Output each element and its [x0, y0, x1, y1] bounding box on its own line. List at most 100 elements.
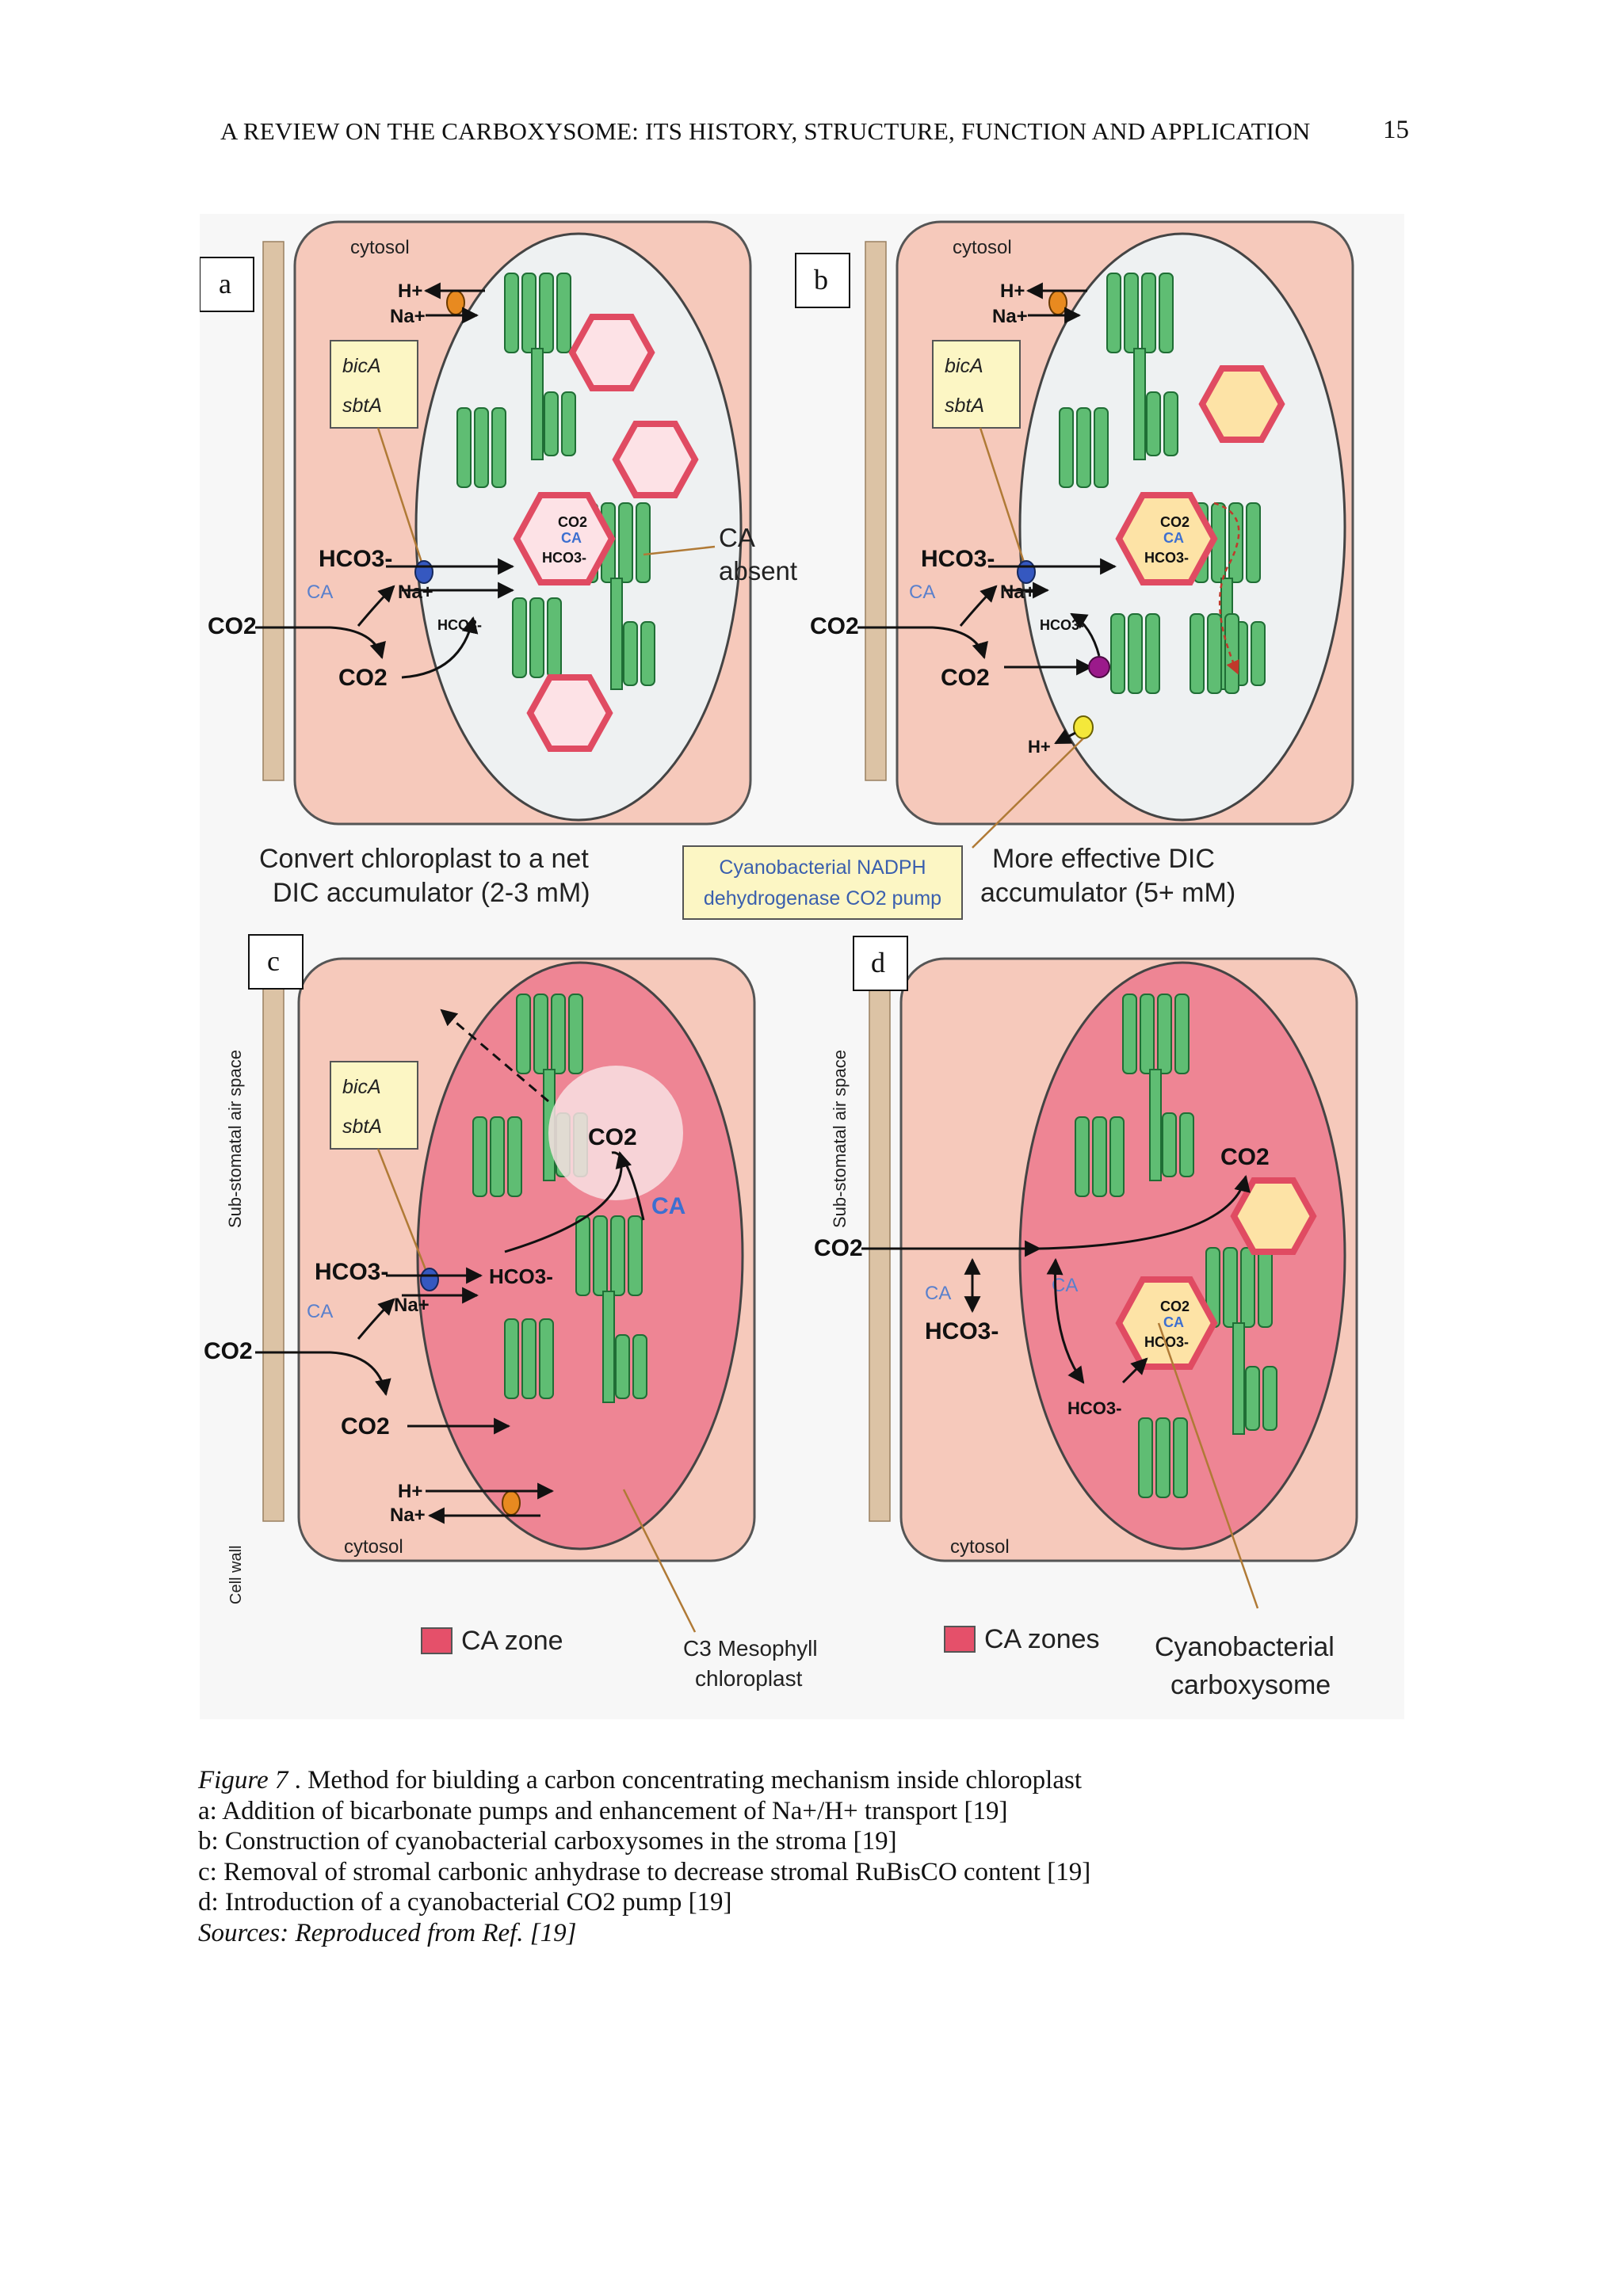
- carboxysome-d1: [1230, 1177, 1317, 1255]
- co2-outer-a: CO2: [208, 613, 257, 639]
- panel-a: cytosol CO2 CA HCO3- bicA sbtA H+ Na+ HC…: [200, 220, 797, 908]
- transporter-orange-b: [1048, 290, 1067, 315]
- sbta-label-a: sbtA: [342, 395, 382, 417]
- transporter-orange-c: [502, 1490, 521, 1516]
- ca-absent-2: absent: [719, 556, 797, 585]
- co2-zone-label-c: CO2: [588, 1124, 637, 1150]
- caption-line-d: d: Introduction of a cyanobacterial CO2 …: [198, 1888, 732, 1917]
- ca-zones-label: CA zones: [984, 1624, 1100, 1654]
- h-plus-b: H+: [1000, 280, 1025, 302]
- panel-d-letter: d: [871, 947, 885, 978]
- carboxysome-a1: [568, 314, 655, 391]
- panel-d-box: [853, 936, 908, 991]
- caption-a-2: DIC accumulator (2-3 mM): [273, 878, 590, 908]
- cell-wall-c: [262, 982, 285, 1522]
- panel-c: CO2 CA bicA sbtA HCO3- HCO3- Na+ CA CO2 …: [204, 934, 818, 1691]
- panel-a-letter: a: [219, 268, 231, 299]
- panel-b-box: [795, 253, 850, 308]
- ca-label-d: CA: [925, 1283, 951, 1304]
- hco3-stroma-d: HCO3-: [1067, 1398, 1121, 1418]
- co2-cytosol-b: CO2: [941, 665, 990, 691]
- co2-outer-c: CO2: [204, 1338, 253, 1364]
- bica-label-a: bicA: [342, 355, 381, 377]
- cytosol-label-a: cytosol: [350, 237, 410, 258]
- caption-title-line: Figure 7 . Method for biulding a carbon …: [198, 1765, 1434, 1796]
- co2-inner-a: CO2: [558, 514, 587, 530]
- hco3-inner-b: HCO3-: [1144, 550, 1189, 566]
- co2-stroma-d: CO2: [1220, 1144, 1270, 1170]
- nadph-label-1: Cyanobacterial NADPH: [719, 856, 926, 879]
- running-header: A REVIEW ON THE CARBOXYSOME: ITS HISTORY…: [220, 117, 1311, 145]
- ca-label-c: CA: [307, 1301, 333, 1322]
- hco3-inner-d: HCO3-: [1144, 1334, 1189, 1350]
- sub-stomatal-label-d: Sub-stomatal air space: [830, 1050, 850, 1228]
- carboxysome-a4: [526, 674, 613, 752]
- sub-stomatal-label-c: Sub-stomatal air space: [225, 1050, 245, 1228]
- panel-c-box: [248, 934, 304, 990]
- na-plus-b: Na+: [992, 306, 1028, 327]
- h-plus-b2: H+: [1028, 737, 1051, 757]
- cell-wall-a: [262, 241, 285, 781]
- page-number: 15: [1383, 116, 1409, 144]
- cell-wall-b: [865, 241, 887, 781]
- cell-wall-label-c: Cell wall: [227, 1546, 245, 1604]
- co2-cytosol-a: CO2: [338, 665, 388, 691]
- carboxysome-a2: [612, 421, 699, 498]
- ca-inner-a: CA: [561, 530, 582, 546]
- hco3-inner-a: HCO3-: [542, 550, 586, 566]
- gene-box-a: [330, 340, 418, 429]
- na-plus-a: Na+: [390, 306, 426, 327]
- na-plus-c2: Na+: [390, 1505, 426, 1526]
- caption-b-1: More effective DIC: [992, 844, 1215, 874]
- cell-wall-d: [869, 982, 891, 1522]
- caption-line-b: b: Construction of cyanobacterial carbox…: [198, 1827, 897, 1855]
- caption-a-1: Convert chloroplast to a net: [259, 844, 589, 874]
- ca-inner-b: CA: [1163, 530, 1184, 546]
- co2-inner-b: CO2: [1160, 514, 1190, 530]
- ca-stroma-c: CA: [651, 1193, 685, 1219]
- na-plus-b2: Na+: [1000, 582, 1036, 603]
- figure-7: cytosol CO2 CA HCO3- bicA sbtA H+ Na+ HC…: [200, 214, 1404, 1719]
- co2-outer-b: CO2: [810, 613, 859, 639]
- carboxysome-d2: [1115, 1276, 1218, 1370]
- cytosol-label-d: cytosol: [950, 1536, 1010, 1558]
- ca-label-a: CA: [307, 582, 333, 603]
- carboxysome-b1: [1198, 365, 1285, 443]
- hco3-label-d: HCO3-: [925, 1318, 999, 1344]
- ca-absent-1: CA: [719, 523, 755, 552]
- h-plus-c: H+: [398, 1481, 422, 1502]
- hco3-stroma-c: HCO3-: [489, 1264, 553, 1288]
- mesophyll-label-2: chloroplast: [695, 1666, 803, 1691]
- transporter-yellow-b: [1073, 715, 1094, 739]
- ca-zone-label: CA zone: [461, 1626, 563, 1656]
- ca-zones-swatch: [944, 1626, 976, 1653]
- figure-7-diagram: cytosol CO2 CA HCO3- bicA sbtA H+ Na+ HC…: [200, 214, 1404, 1719]
- co2-inner-d: CO2: [1160, 1299, 1190, 1314]
- nadph-pump-box: [682, 845, 963, 920]
- bica-label-b: bicA: [945, 355, 983, 377]
- hco3-stroma-b: HCO3-: [1040, 617, 1084, 633]
- transporter-blue-c: [420, 1268, 439, 1291]
- mesophyll-label-1: C3 Mesophyll: [683, 1636, 818, 1661]
- carboxysome-label-1: Cyanobacterial: [1155, 1632, 1335, 1662]
- h-plus-a: H+: [398, 280, 422, 302]
- transporter-blue-b: [1017, 560, 1036, 584]
- ca-zone-swatch: [421, 1627, 453, 1654]
- nadph-label-2: dehydrogenase CO2 pump: [704, 887, 941, 910]
- transporter-blue-a: [414, 560, 433, 584]
- sbta-label-b: sbtA: [945, 395, 984, 417]
- caption-sources: Sources: Reproduced from Ref. [19]: [198, 1918, 577, 1947]
- bica-label-c: bicA: [342, 1076, 381, 1098]
- carboxysome-b2: [1115, 492, 1218, 585]
- caption-line-c: c: Removal of stromal carbonic anhydrase…: [198, 1857, 1091, 1886]
- hco3-stroma-a: HCO3-: [437, 617, 482, 633]
- cytosol-label-c: cytosol: [344, 1536, 403, 1558]
- panel-b-letter: b: [814, 264, 828, 296]
- gene-box-b: [932, 340, 1021, 429]
- hco3-label-a: HCO3-: [319, 546, 392, 572]
- hco3-label-c: HCO3-: [315, 1259, 388, 1285]
- caption-figure-label: Figure 7: [198, 1766, 288, 1794]
- panel-b: cytosol CO2 CA HCO3- bicA sbtA H+ Na+ HC…: [682, 220, 1354, 920]
- carboxysome-label-2: carboxysome: [1170, 1670, 1331, 1700]
- panel-c-letter: c: [267, 945, 280, 977]
